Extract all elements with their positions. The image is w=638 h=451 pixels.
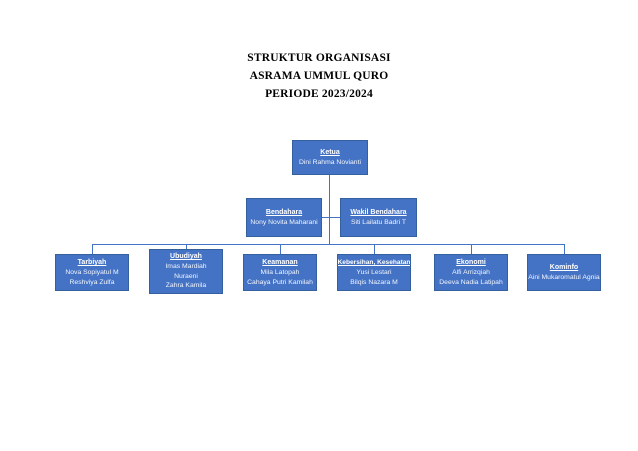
box-title: Ekonomi	[456, 259, 486, 266]
member-name: Siti Lailatu Badri T	[350, 218, 407, 226]
box-title: Keamanan	[262, 259, 298, 266]
connector-bendahara-horizontal	[322, 217, 341, 218]
member-name: Aini Mukaromatul Agnia	[528, 273, 600, 281]
org-box-bendahara[interactable]: Bendahara Nony Novita Maharani	[246, 198, 322, 237]
org-box-kominfo[interactable]: Kominfo Aini Mukaromatul Agnia	[527, 254, 601, 291]
member-name: Zahra Kamila	[165, 282, 207, 290]
member-name: Nova Sopiyatul M	[65, 269, 119, 276]
connector-stub-kebersihan	[374, 245, 375, 254]
member-name: Bilqis Nazara M	[350, 278, 398, 286]
box-title: Ubudiyah	[170, 253, 202, 261]
org-box-keamanan[interactable]: Keamanan Mila Latopah Cahaya Putri Kamil…	[243, 254, 317, 291]
box-title: Kominfo	[549, 263, 579, 271]
connector-ketua-vertical	[329, 175, 330, 244]
page-title: STRUKTUR ORGANISASI ASRAMA UMMUL QURO PE…	[0, 49, 638, 103]
member-name: Nony Novita Maharani	[250, 218, 318, 226]
member-name: Alfi Arrizqiah	[452, 269, 490, 276]
org-box-ketua[interactable]: Ketua Dini Rahma Novianti	[292, 140, 368, 175]
page-title-line-3: PERIODE 2023/2024	[265, 88, 373, 100]
page-title-line-1: STRUKTUR ORGANISASI	[247, 52, 391, 64]
member-name: Imas Mardiah	[165, 263, 207, 271]
member-name: Reshviya Zulfa	[69, 278, 115, 286]
member-name: Yusi Lestari	[356, 269, 392, 276]
connector-stub-ekonomi	[471, 245, 472, 254]
page-title-line-2: ASRAMA UMMUL QURO	[249, 70, 389, 82]
box-title: Kebersihan, Kesehatan	[337, 259, 411, 266]
box-title: Tarbiyah	[77, 259, 107, 266]
member-name: Mila Latopah	[260, 269, 300, 276]
box-title: Bendahara	[265, 208, 303, 216]
connector-stub-tarbiyah	[92, 245, 93, 254]
connector-stub-keamanan	[280, 245, 281, 254]
member-name: Deeva Nadia Latipah	[439, 278, 503, 286]
org-box-wakil-bendahara[interactable]: Wakil Bendahara Siti Lailatu Badri T	[340, 198, 417, 237]
member-name: Nuraeni	[174, 272, 198, 280]
connector-stub-kominfo	[564, 245, 565, 254]
org-box-kebersihan-kesehatan[interactable]: Kebersihan, Kesehatan Yusi Lestari Bilqi…	[337, 254, 411, 291]
box-title: Wakil Bendahara	[350, 208, 407, 216]
connector-stub-ubudiyah	[186, 245, 187, 249]
box-title: Ketua	[320, 148, 340, 156]
org-box-tarbiyah[interactable]: Tarbiyah Nova Sopiyatul M Reshviya Zulfa	[55, 254, 129, 291]
org-box-ekonomi[interactable]: Ekonomi Alfi Arrizqiah Deeva Nadia Latip…	[434, 254, 508, 291]
connector-divisions-horizontal	[92, 244, 565, 245]
member-name: Cahaya Putri Kamilah	[247, 278, 313, 286]
org-box-ubudiyah[interactable]: Ubudiyah Imas Mardiah Nuraeni Zahra Kami…	[149, 249, 223, 294]
member-name: Dini Rahma Novianti	[299, 158, 361, 166]
